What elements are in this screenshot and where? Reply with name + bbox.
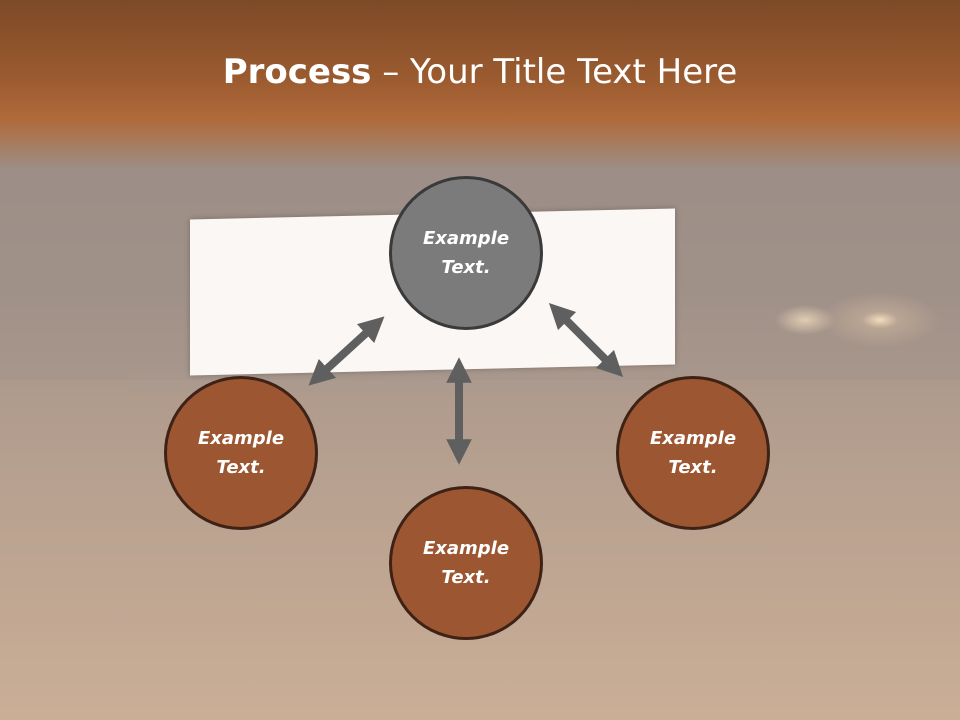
node-bottom: Example Text. <box>389 486 543 640</box>
node-left: Example Text. <box>164 376 318 530</box>
node-right-label: Example Text. <box>649 428 737 478</box>
node-left-label: Example Text. <box>197 428 285 478</box>
title-bold: Process <box>222 52 372 92</box>
arrow-top-left <box>308 316 385 386</box>
arrow-top-right <box>548 302 624 378</box>
node-top: Example Text. <box>389 176 543 330</box>
node-bottom-label: Example Text. <box>422 538 510 588</box>
node-right: Example Text. <box>616 376 770 530</box>
slide-title: Process – Your Title Text Here <box>0 52 960 92</box>
title-rest: – Your Title Text Here <box>371 52 738 92</box>
node-top-label: Example Text. <box>422 228 510 278</box>
header-band <box>0 0 960 170</box>
